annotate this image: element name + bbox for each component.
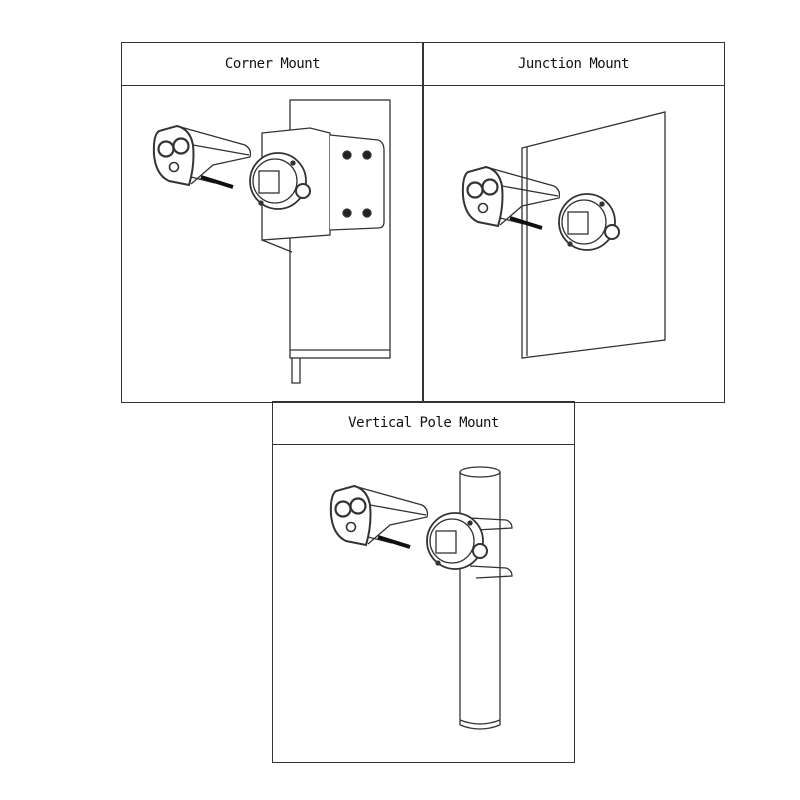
junction-mount-title: Junction Mount (423, 43, 724, 86)
pole (459, 466, 501, 730)
pole-mount-title: Vertical Pole Mount (273, 402, 574, 445)
bolt-icon (362, 208, 372, 218)
bolt-icon (342, 150, 352, 160)
corner-mount-title: Corner Mount (122, 43, 423, 86)
junction-mount-panel: Junction Mount (422, 42, 725, 403)
bolt-icon (342, 208, 352, 218)
bolt-icon (362, 150, 372, 160)
pole-clamps (469, 517, 513, 579)
pole-mount-panel: Vertical Pole Mount (272, 401, 575, 763)
camera-icon (328, 484, 489, 571)
